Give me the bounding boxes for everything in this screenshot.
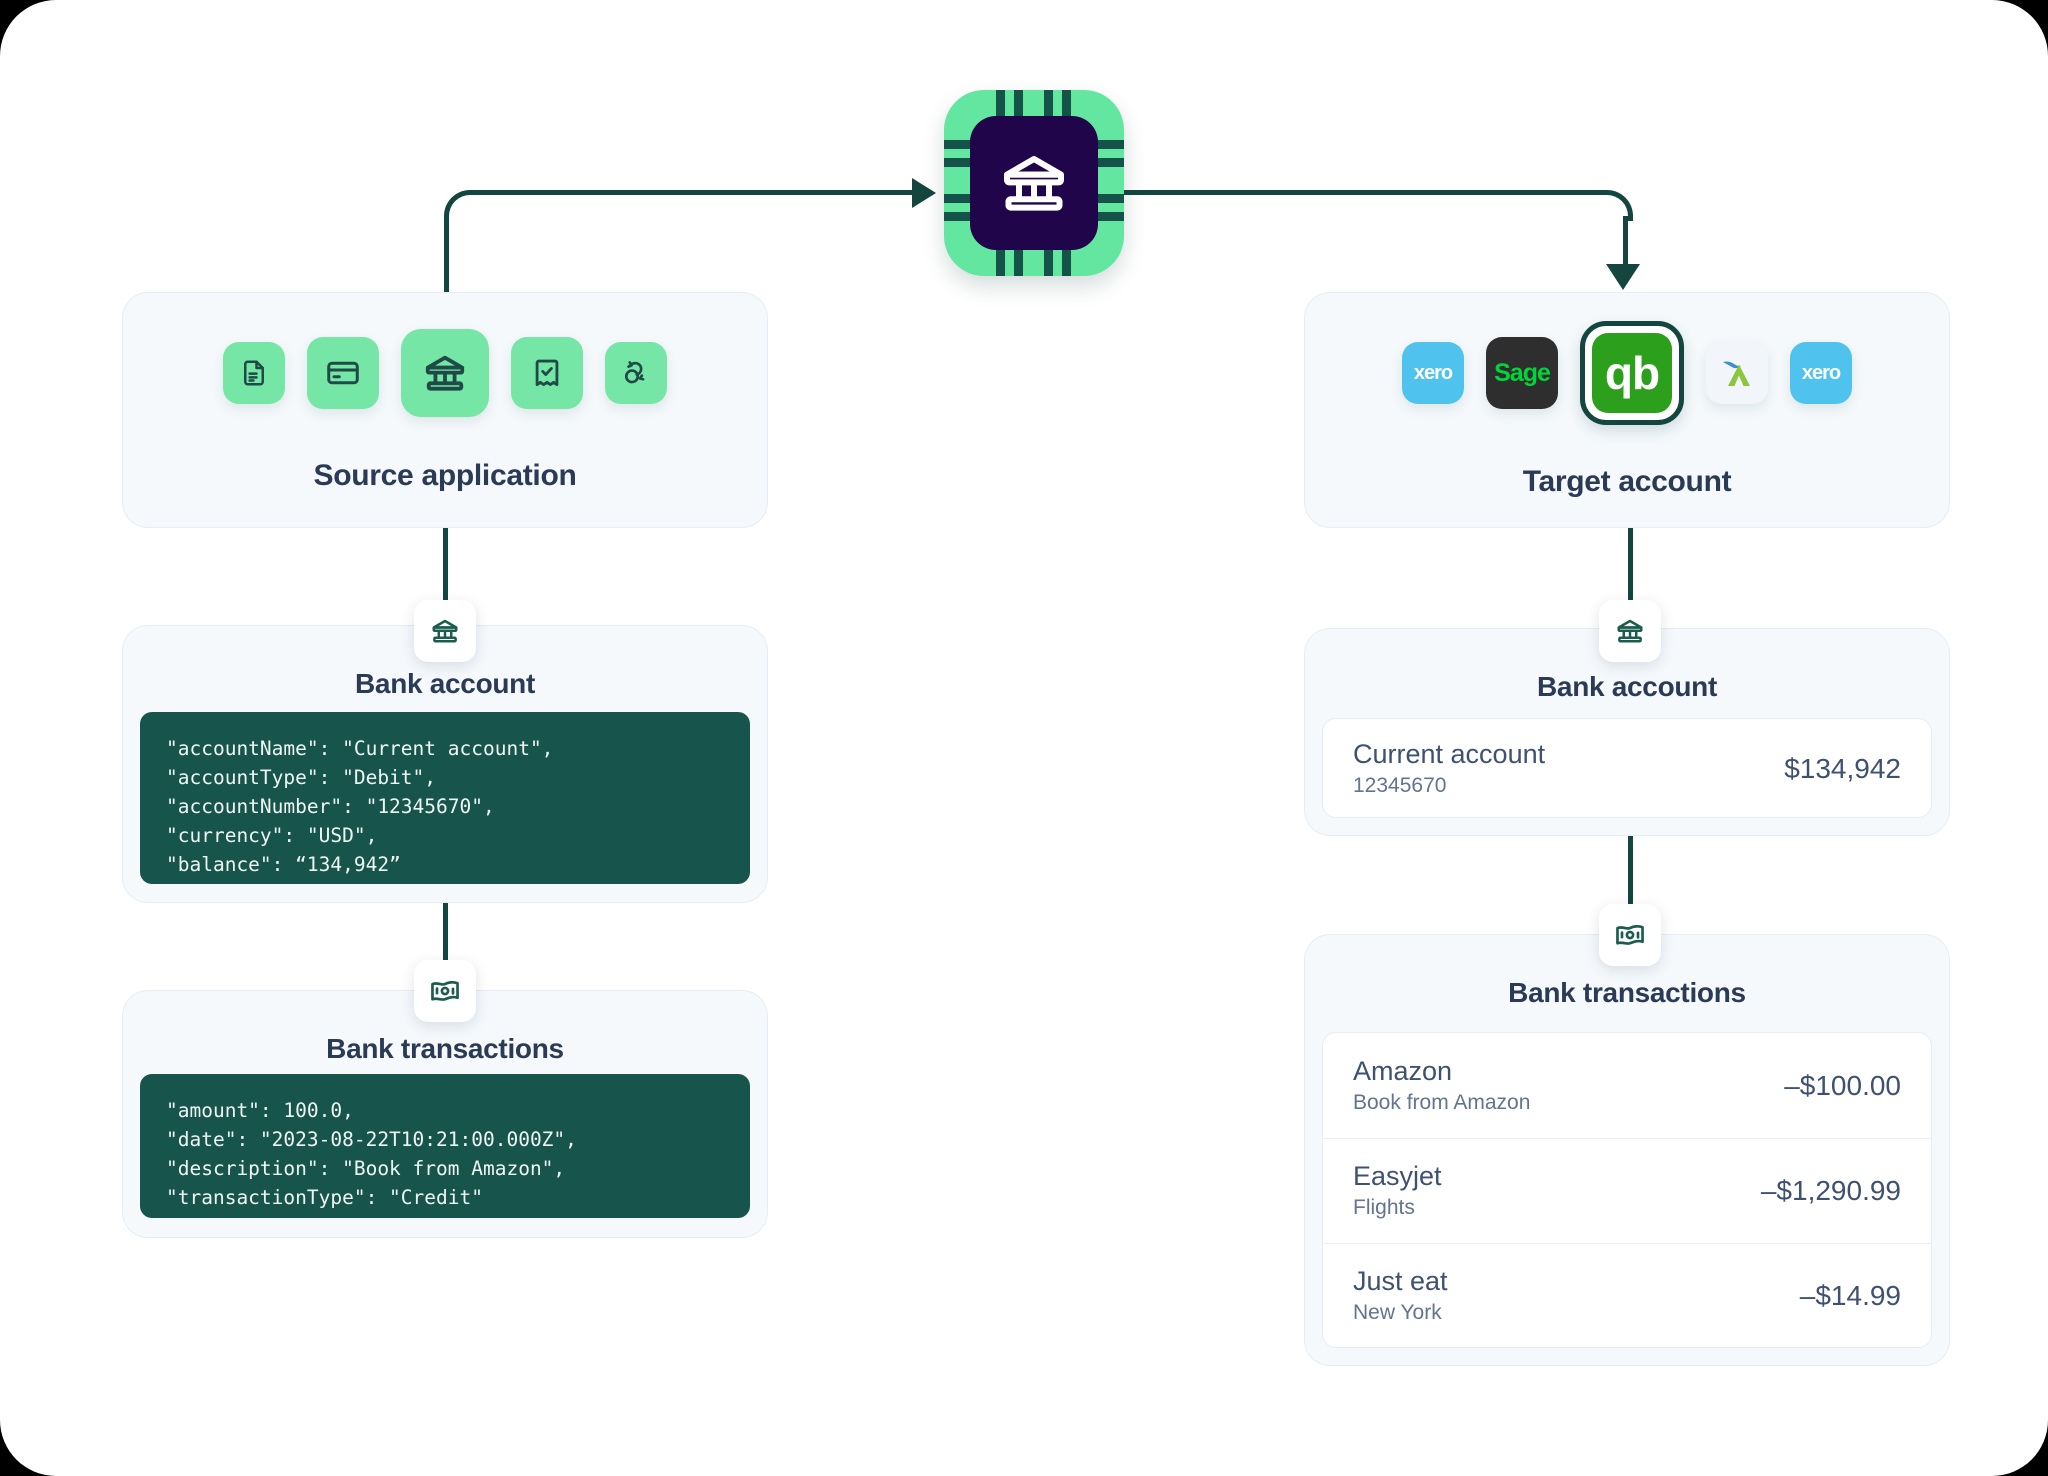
bank-icon: [432, 619, 458, 643]
connector-source-to-hub-horizontal: [470, 190, 920, 195]
source-app-icons: [123, 329, 767, 417]
target-account-panel: xero Sage qb xero Target account: [1304, 292, 1950, 528]
arrow-into-hub: [912, 177, 936, 208]
transaction-description: Flights: [1353, 1196, 1415, 1219]
document-icon: [244, 360, 264, 386]
quickbooks-wordmark: qb: [1604, 347, 1660, 399]
connector-target-bank-to-transactions: [1628, 836, 1633, 948]
banknote-icon: [1616, 924, 1644, 945]
account-name: Current account: [1353, 739, 1546, 769]
quickbooks-logo: qb: [1592, 333, 1672, 413]
transaction-description: New York: [1353, 1301, 1442, 1324]
transaction-amount: –$1,290.99: [1760, 1175, 1901, 1206]
source-bank-account-title: Bank account: [355, 668, 535, 699]
bank-icon: [1617, 619, 1643, 643]
source-panel-title: Source application: [313, 459, 577, 492]
badge-bank-transactions-source: [414, 960, 476, 1022]
sage-wordmark: Sage: [1494, 358, 1551, 387]
source-application-panel: Source application: [122, 292, 768, 528]
connector-source-to-hub-vertical: [444, 216, 449, 296]
table-row[interactable]: Current account 12345670 $134,942: [1323, 719, 1931, 817]
freeagent-icon: [1723, 361, 1750, 386]
logo-tile-freeagent[interactable]: [1706, 342, 1768, 404]
connector-target-to-bank-account: [1628, 528, 1633, 638]
sync-arrows-icon: [624, 361, 645, 384]
transaction-name: Just eat: [1353, 1266, 1448, 1296]
arrow-into-target: [1606, 264, 1640, 290]
xero-wordmark: xero: [1413, 361, 1453, 384]
connector-hub-to-target-horizontal: [1124, 190, 1602, 195]
logo-tile-xero-2[interactable]: xero: [1790, 342, 1852, 404]
bank-icon: [425, 355, 465, 391]
connector-source-to-bank-account: [442, 528, 448, 636]
transaction-description: Book from Amazon: [1353, 1090, 1531, 1114]
target-panel-title: Target account: [1522, 465, 1732, 498]
transaction-name: Amazon: [1353, 1055, 1453, 1086]
logo-tile-xero-1[interactable]: xero: [1402, 342, 1464, 404]
transaction-name: Easyjet: [1353, 1161, 1442, 1191]
target-bank-transactions-title: Bank transactions: [1508, 977, 1746, 1008]
connector-source-bank-to-transactions: [442, 903, 448, 1003]
app-tile-bank[interactable]: [401, 329, 489, 417]
source-bank-account-code: "accountName": "Current account", "accou…: [140, 712, 750, 884]
source-bank-transactions-title: Bank transactions: [326, 1033, 564, 1064]
table-row[interactable]: Easyjet Flights –$1,290.99: [1323, 1138, 1931, 1243]
source-bank-transactions-code: "amount": 100.0, "date": "2023-08-22T10:…: [140, 1074, 750, 1218]
target-bank-account-rows: Current account 12345670 $134,942: [1322, 718, 1932, 818]
account-number: 12345670: [1353, 774, 1447, 797]
target-bank-transactions-rows: Amazon Book from Amazon –$100.00 Easyjet…: [1322, 1032, 1932, 1348]
app-tile-receipt[interactable]: [511, 337, 583, 409]
platform-hub-chip: [944, 90, 1124, 276]
receipt-check-icon: [535, 359, 559, 387]
badge-bank-account-target: [1599, 600, 1661, 662]
transaction-amount: –$100.00: [1784, 1069, 1901, 1101]
account-balance: $134,942: [1784, 753, 1901, 784]
banknote-icon: [431, 980, 459, 1001]
app-tile-credit-card[interactable]: [307, 337, 379, 409]
hub-core: [970, 116, 1098, 250]
table-row[interactable]: Just eat New York –$14.99: [1323, 1243, 1931, 1347]
badge-bank-account-source: [414, 600, 476, 662]
target-integration-logos: xero Sage qb xero: [1305, 321, 1949, 425]
logo-tile-quickbooks-selected[interactable]: qb: [1580, 321, 1684, 425]
connector-hub-to-target-vertical: [1623, 216, 1628, 268]
app-tile-sync[interactable]: [605, 342, 667, 404]
xero-wordmark: xero: [1801, 361, 1841, 384]
logo-tile-sage[interactable]: Sage: [1486, 337, 1558, 409]
connector-corner-right: [1602, 190, 1633, 221]
connector-corner-left: [444, 190, 475, 221]
bank-icon: [1004, 156, 1064, 211]
credit-card-icon: [327, 361, 359, 385]
app-tile-document[interactable]: [223, 342, 285, 404]
badge-bank-transactions-target: [1599, 904, 1661, 966]
table-row[interactable]: Amazon Book from Amazon –$100.00: [1323, 1033, 1931, 1138]
transaction-amount: –$14.99: [1799, 1280, 1901, 1311]
target-bank-account-title: Bank account: [1537, 671, 1717, 702]
